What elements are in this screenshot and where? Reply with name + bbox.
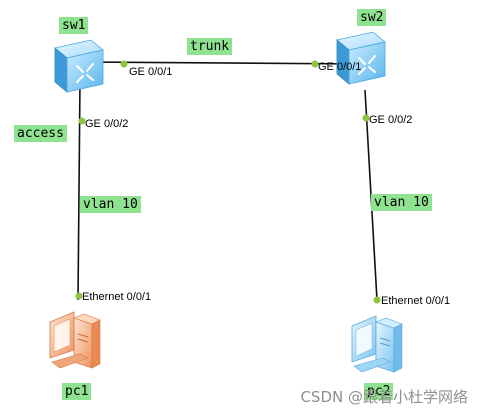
node-label-pc1: pc1 bbox=[62, 383, 92, 400]
port-label-pc1-eth001: Ethernet 0/0/1 bbox=[82, 291, 152, 303]
port-dot bbox=[311, 60, 319, 68]
port-dot bbox=[75, 292, 83, 300]
watermark: CSDN @跟着小杜学网络 bbox=[300, 388, 468, 406]
port-dot bbox=[373, 296, 381, 304]
switch-icon[interactable] bbox=[336, 31, 386, 85]
link-tag-vlan-right: vlan 10 bbox=[371, 194, 432, 211]
node-label-sw1: sw1 bbox=[59, 17, 89, 34]
link-tag-vlan-left: vlan 10 bbox=[80, 196, 141, 213]
pc-icon[interactable] bbox=[49, 311, 101, 369]
port-label-sw1-ge002: GE 0/0/2 bbox=[85, 118, 129, 130]
link-tag-trunk: trunk bbox=[187, 38, 233, 55]
link-sw1-pc1 bbox=[77, 79, 81, 301]
port-label-sw2-ge001: GE 0/0/1 bbox=[318, 61, 362, 73]
port-dot bbox=[120, 60, 128, 68]
switch-icon[interactable] bbox=[54, 39, 104, 93]
node-label-pc2: pc2 bbox=[364, 383, 394, 400]
port-label-pc2-eth001: Ethernet 0/0/1 bbox=[381, 295, 451, 307]
pc-icon[interactable] bbox=[351, 315, 403, 373]
link-tag-access: access bbox=[14, 125, 67, 142]
node-label-sw2: sw2 bbox=[357, 9, 387, 26]
port-dot bbox=[362, 114, 370, 122]
port-label-sw2-ge002: GE 0/0/2 bbox=[369, 114, 413, 126]
port-label-sw1-ge001: GE 0/0/1 bbox=[129, 66, 173, 78]
port-dot bbox=[78, 117, 86, 125]
